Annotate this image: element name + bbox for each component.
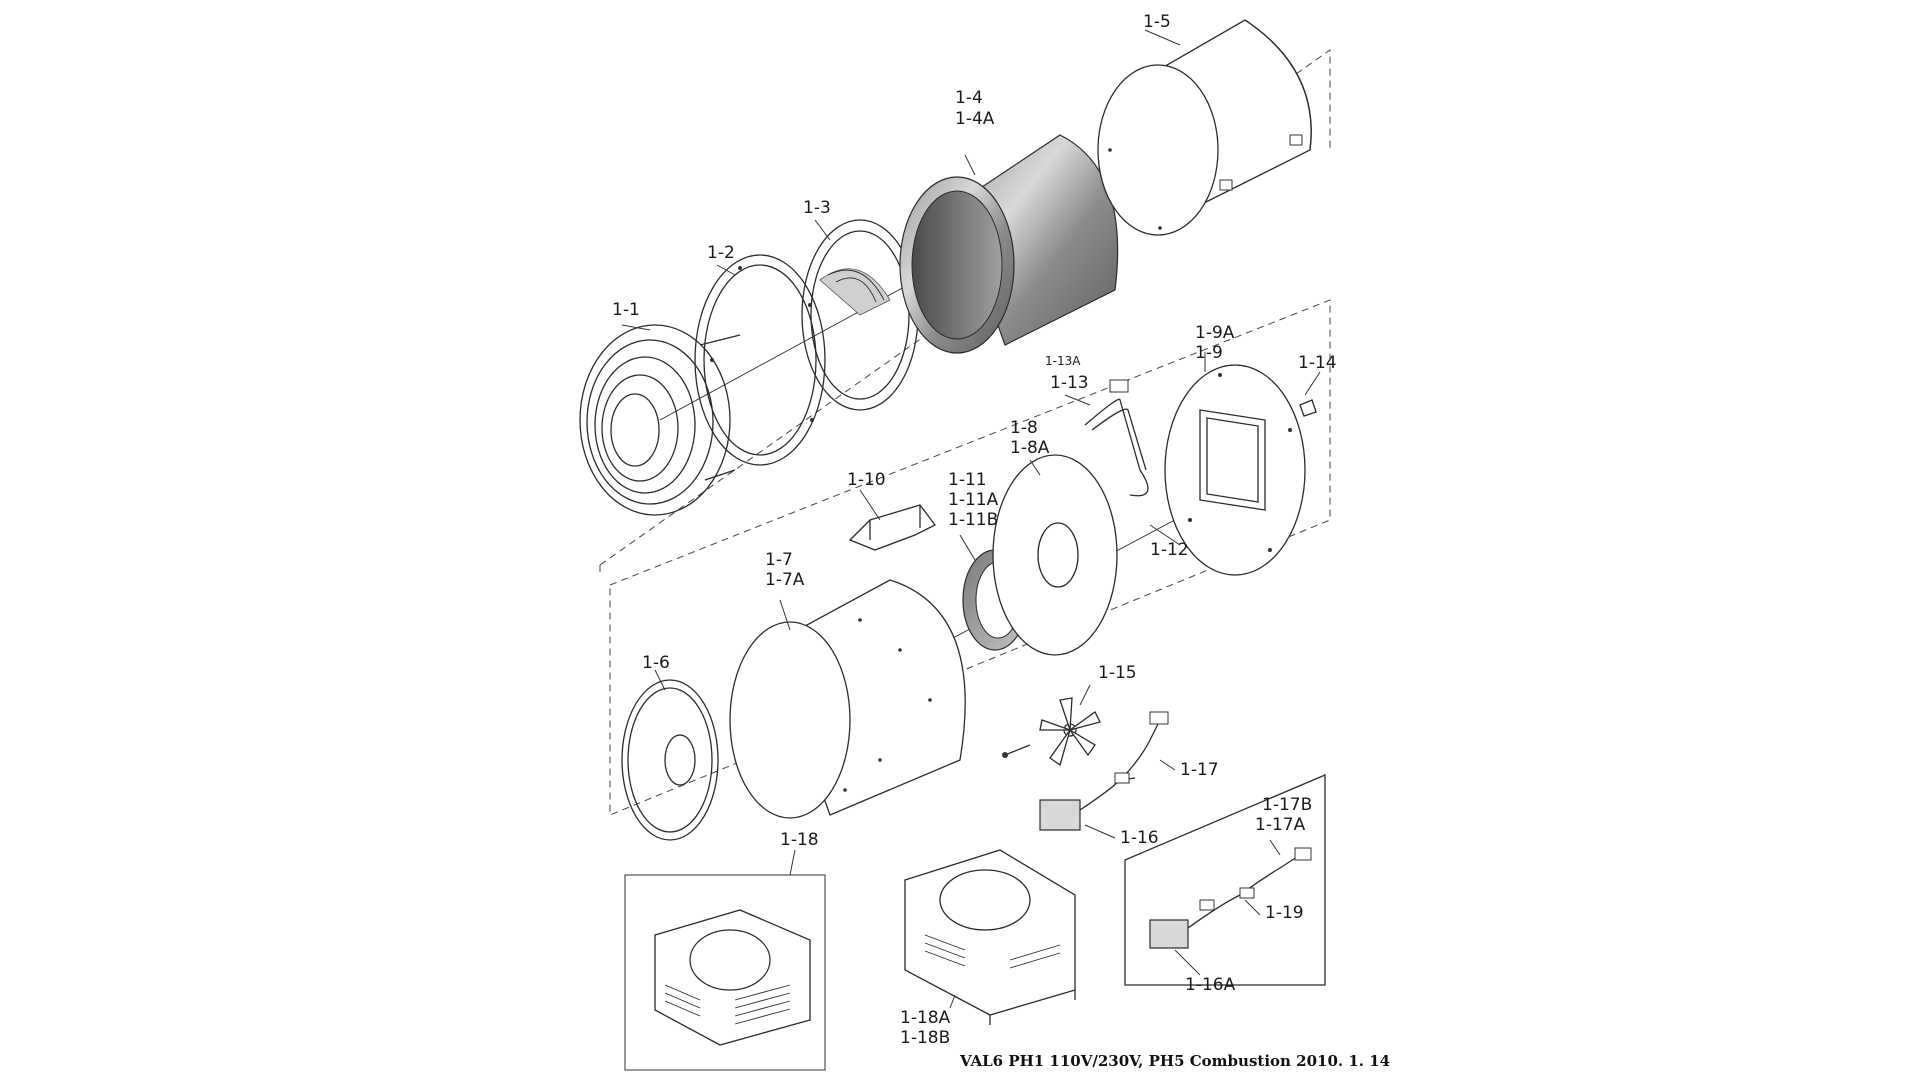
label-1-18b: 1-18B <box>900 1028 950 1048</box>
label-1-9a: 1-9A <box>1195 323 1235 343</box>
label-1-13: 1-13 <box>1050 373 1089 393</box>
label-1-1: 1-1 <box>612 300 640 320</box>
label-1-18: 1-18 <box>780 830 819 850</box>
front-ring <box>694 254 826 466</box>
label-1-3: 1-3 <box>803 198 831 218</box>
wire-bracket <box>1084 379 1149 497</box>
label-1-7: 1-7 <box>765 550 793 570</box>
base-stand-inset <box>624 874 826 1071</box>
label-1-17: 1-17 <box>1180 760 1219 780</box>
rear-ring <box>621 679 719 841</box>
label-1-11b: 1-11B <box>948 510 998 530</box>
fan-motor <box>1039 711 1169 831</box>
label-1-6: 1-6 <box>642 653 670 673</box>
carry-handle <box>848 504 936 551</box>
label-1-4a: 1-4A <box>955 109 995 129</box>
label-1-5: 1-5 <box>1143 12 1171 32</box>
label-1-12: 1-12 <box>1150 540 1189 560</box>
small-clip <box>1299 399 1317 417</box>
base-stand <box>904 849 1076 1025</box>
rear-plate <box>1164 364 1306 576</box>
label-1-7a: 1-7A <box>765 570 805 590</box>
label-1-17b: 1-17B <box>1262 795 1312 815</box>
label-1-19: 1-19 <box>1265 903 1304 923</box>
label-1-15: 1-15 <box>1098 663 1137 683</box>
outer-shell <box>1097 19 1312 236</box>
label-1-4: 1-4 <box>955 88 983 108</box>
label-1-11: 1-11 <box>948 470 987 490</box>
label-1-14: 1-14 <box>1298 353 1337 373</box>
heating-element-coil <box>579 324 741 516</box>
label-1-9: 1-9 <box>1195 343 1223 363</box>
label-1-11a: 1-11A <box>948 490 999 510</box>
upper-assembly-boundary <box>599 49 1331 575</box>
combustion-chamber <box>899 134 1119 354</box>
label-1-17a: 1-17A <box>1255 815 1306 835</box>
plug-option-inset <box>1124 774 1326 986</box>
label-1-10: 1-10 <box>847 470 886 490</box>
label-1-8: 1-8 <box>1010 418 1038 438</box>
fan-blade <box>1002 697 1101 767</box>
leader-lines <box>621 29 1321 1009</box>
label-1-18a: 1-18A <box>900 1008 951 1028</box>
label-1-2: 1-2 <box>707 243 735 263</box>
label-1-13a: 1-13A <box>1045 354 1081 368</box>
main-housing <box>729 579 966 819</box>
label-1-16a: 1-16A <box>1185 975 1236 995</box>
lower-assembly-boundary <box>609 299 1331 816</box>
label-1-16: 1-16 <box>1120 828 1159 848</box>
footer-model-caption: VAL6 PH1 110V/230V, PH5 Combustion 2010.… <box>959 1052 1390 1070</box>
callout-labels: 1-1 1-2 1-3 1-4 1-4A 1-5 1-13A 1-13 1-9A… <box>612 12 1337 1048</box>
baffle-disc <box>992 454 1118 656</box>
label-1-8a: 1-8A <box>1010 438 1050 458</box>
